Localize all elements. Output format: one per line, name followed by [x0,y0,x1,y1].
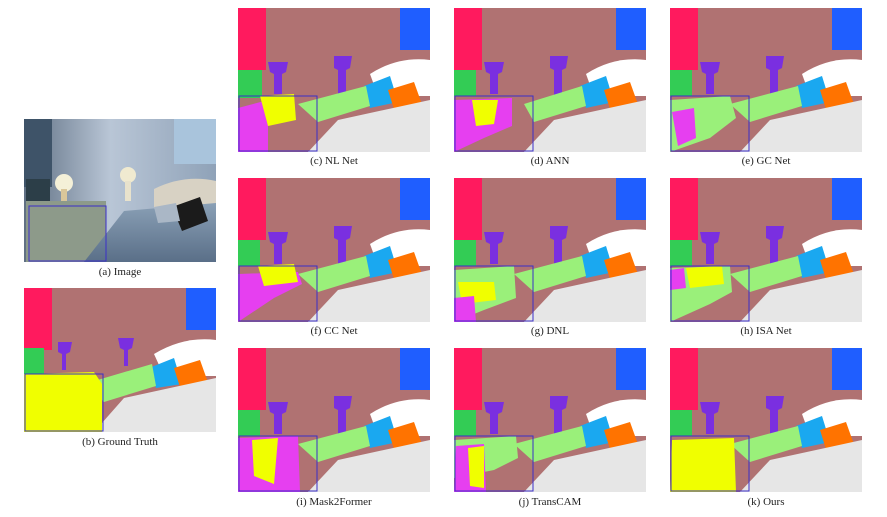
ground-truth-panel [24,288,216,432]
caption-gc-net: (e) GC Net [741,155,791,167]
caption-nl-net: (c) NL Net [310,155,358,167]
caption-isa-net: (h) ISA Net [740,325,792,337]
ours-panel [670,348,862,492]
isa-net-panel [670,178,862,322]
caption-transcam: (j) TransCAM [518,496,582,508]
caption-ann: (d) ANN [530,155,570,167]
caption-ground-truth: (b) Ground Truth [82,436,158,448]
mask2former-panel [238,348,430,492]
photo-image-panel [24,119,216,262]
caption-mask2former: (i) Mask2Former [296,496,372,508]
ann-panel [454,8,646,152]
caption-image: (a) Image [98,266,142,278]
gc-net-panel [670,8,862,152]
transcam-panel [454,348,646,492]
caption-cc-net: (f) CC Net [310,325,358,337]
cc-net-panel [238,178,430,322]
nl-net-panel [238,8,430,152]
caption-ours: (k) Ours [747,496,785,508]
caption-dnl: (g) DNL [530,325,570,337]
dnl-panel [454,178,646,322]
